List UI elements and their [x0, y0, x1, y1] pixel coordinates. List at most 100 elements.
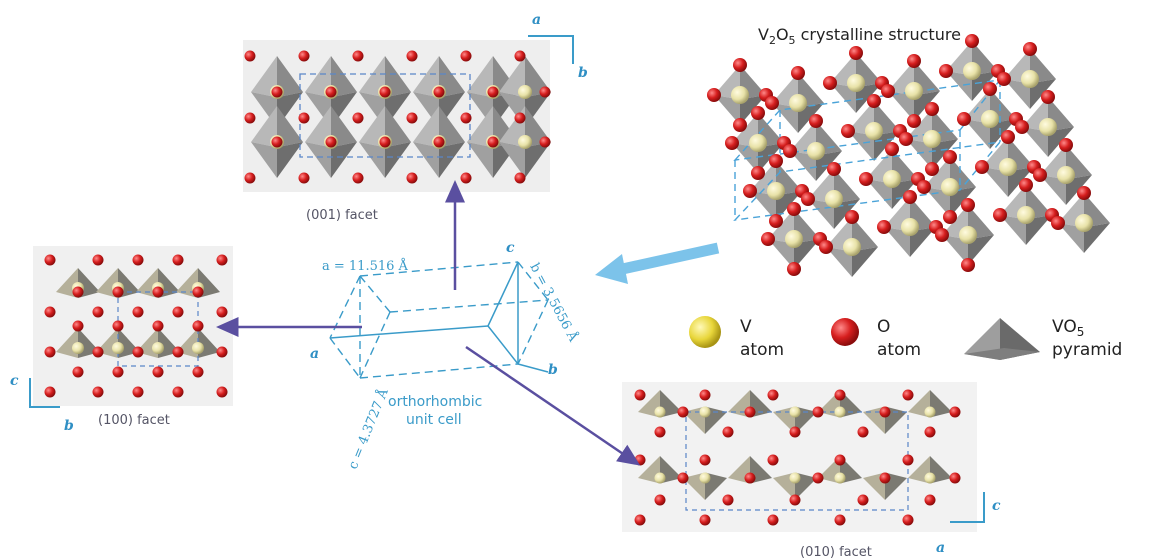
- vanadium-atom: [72, 342, 84, 354]
- vanadium-atom: [654, 472, 666, 484]
- vanadium-atom: [901, 218, 919, 236]
- oxygen-atom: [879, 472, 891, 484]
- oxygen-atom: [216, 346, 228, 358]
- vo5-pyramid-icon: [964, 318, 1040, 360]
- oxygen-atom: [514, 50, 526, 62]
- oxygen-atom: [885, 142, 899, 156]
- oxygen-atom: [1019, 178, 1033, 192]
- oxygen-atom: [751, 166, 765, 180]
- oxygen-atom: [857, 494, 869, 506]
- oxygen-atom: [707, 88, 721, 102]
- oxygen-atom: [172, 306, 184, 318]
- oxygen-atom: [744, 406, 756, 418]
- oxygen-atom: [460, 112, 472, 124]
- oxygen-atom: [112, 366, 124, 378]
- vanadium-atom-icon: [689, 316, 721, 348]
- oxygen-atom: [1051, 216, 1065, 230]
- crystal-3d-atoms: [707, 34, 1093, 276]
- oxygen-atom: [827, 162, 841, 176]
- oxygen-atom: [487, 136, 499, 148]
- cell-corner-a: a: [310, 346, 319, 362]
- oxygen-atom: [902, 514, 914, 526]
- vo5-pyramid: [56, 268, 100, 298]
- axis-a-label-010: a: [936, 540, 945, 556]
- oxygen-atom: [132, 346, 144, 358]
- facet-100-structure: [33, 246, 233, 406]
- oxygen-atom: [1015, 120, 1029, 134]
- oxygen-atom-icon: [831, 318, 859, 346]
- vo5-pyramid: [96, 268, 140, 298]
- oxygen-atom: [325, 136, 337, 148]
- oxygen-atom: [975, 160, 989, 174]
- oxygen-atom: [1001, 130, 1015, 144]
- oxygen-atom: [634, 389, 646, 401]
- vo5-pyramid: [773, 406, 817, 434]
- oxygen-atom: [1033, 168, 1047, 182]
- oxygen-atom: [216, 386, 228, 398]
- oxygen-atom: [244, 112, 256, 124]
- cell-corner-c: c: [506, 240, 515, 256]
- oxygen-atom: [172, 386, 184, 398]
- oxygen-atom: [514, 112, 526, 124]
- oxygen-atom: [957, 112, 971, 126]
- orthorhombic-unit-cell: a = 11.516 Å b = 3.5656 Å c = 4.3727 Å a…: [310, 240, 581, 471]
- vo5-pyramid: [863, 472, 907, 500]
- vanadium-atom: [152, 342, 164, 354]
- vo5-pyramid: [908, 390, 952, 418]
- vanadium-atom: [192, 342, 204, 354]
- oxygen-atom: [379, 86, 391, 98]
- oxygen-atom: [172, 346, 184, 358]
- vo5-polyhedron: [884, 197, 936, 257]
- vanadium-atom: [963, 62, 981, 80]
- oxygen-atom: [834, 514, 846, 526]
- vanadium-atom: [1057, 166, 1075, 184]
- oxygen-atom: [298, 50, 310, 62]
- facet-100-label: (100) facet: [98, 413, 170, 428]
- vo5-polyhedron: [499, 56, 551, 128]
- oxygen-atom: [943, 150, 957, 164]
- vanadium-atom: [789, 406, 801, 418]
- oxygen-atom: [961, 198, 975, 212]
- vanadium-atom: [923, 130, 941, 148]
- crystal-3d-structure: [707, 34, 1110, 277]
- vo5-polyhedron: [942, 205, 994, 265]
- oxygen-atom: [132, 306, 144, 318]
- lattice-b-label: b = 3.5656 Å: [526, 260, 581, 344]
- oxygen-atom: [761, 232, 775, 246]
- oxygen-atom: [44, 386, 56, 398]
- oxygen-atom: [903, 190, 917, 204]
- vanadium-atom: [999, 158, 1017, 176]
- lattice-c-label: c = 4.3727 Å: [345, 386, 392, 472]
- oxygen-atom: [857, 426, 869, 438]
- oxygen-atom: [487, 86, 499, 98]
- vo5-polyhedron: [413, 106, 465, 178]
- vo5-polyhedron: [359, 106, 411, 178]
- oxygen-atom: [172, 254, 184, 266]
- facet-010-structure: [622, 382, 977, 532]
- oxygen-atom: [841, 124, 855, 138]
- oxygen-atom: [925, 102, 939, 116]
- vanadium-atom: [981, 110, 999, 128]
- vo5-polyhedron: [305, 56, 357, 128]
- oxygen-atom: [92, 306, 104, 318]
- oxygen-atom: [72, 320, 84, 332]
- facet-100-axes: c b: [10, 373, 74, 434]
- facet-001-backdrop: [243, 40, 550, 192]
- oxygen-atom: [271, 136, 283, 148]
- oxygen-atom: [791, 66, 805, 80]
- vo5-pyramid: [683, 472, 727, 500]
- oxygen-atom: [907, 54, 921, 68]
- facet-001-atoms: [244, 50, 551, 184]
- legend: V atom O atom VO5 pyramid: [689, 316, 1122, 360]
- arrows: [216, 180, 720, 466]
- oxygen-atom: [72, 286, 84, 298]
- oxygen-atom: [1023, 42, 1037, 56]
- vanadium-atom: [699, 472, 711, 484]
- vanadium-atom: [749, 134, 767, 152]
- oxygen-atom: [514, 172, 526, 184]
- oxygen-atom: [460, 50, 472, 62]
- vanadium-atom: [785, 230, 803, 248]
- oxygen-atom: [767, 454, 779, 466]
- oxygen-atom: [325, 86, 337, 98]
